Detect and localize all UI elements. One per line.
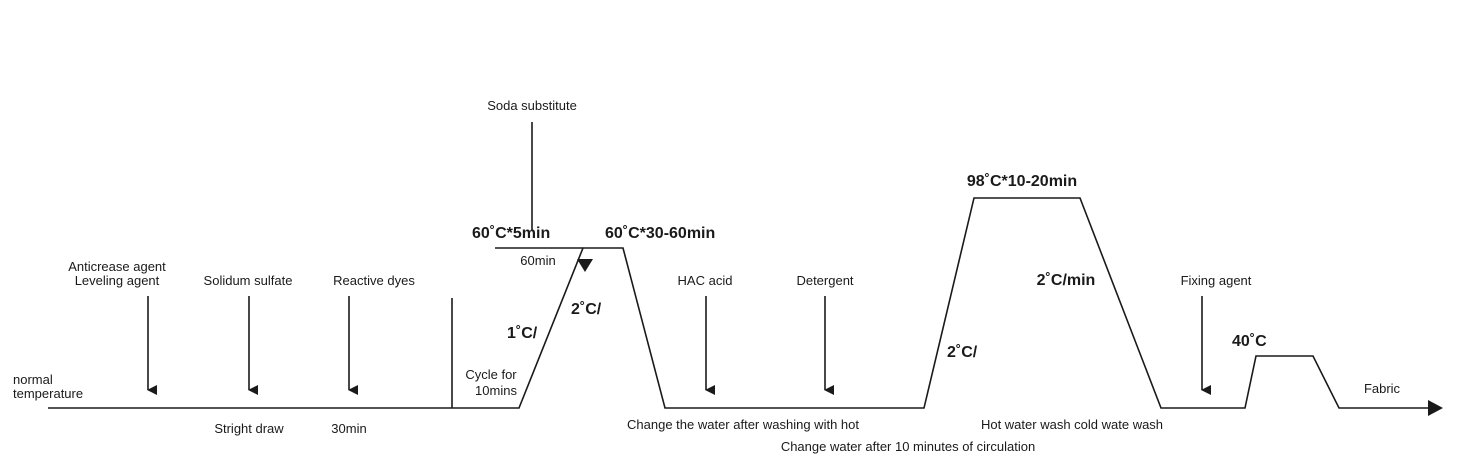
soda-addition-arrow-icon xyxy=(577,259,593,272)
solidum-sulfate-label: Solidum sulfate xyxy=(204,273,293,288)
hold-60min-label: 60min xyxy=(520,253,555,268)
temp-40-label: 40˚C xyxy=(1232,333,1267,350)
temp-98-label: 98˚C*10-20min xyxy=(967,173,1077,190)
fabric-label: Fabric xyxy=(1364,381,1401,396)
min-30-label: 30min xyxy=(331,421,366,436)
anticrease-agent-label: Anticrease agent xyxy=(68,259,166,274)
rate-2b-label: 2˚C/ xyxy=(947,344,978,361)
temp-60-30-60min-label: 60˚C*30-60min xyxy=(605,225,715,242)
normal-label: normal xyxy=(13,372,53,387)
stright-draw-label: Stright draw xyxy=(214,421,284,436)
cycle-for-label: Cycle for xyxy=(465,367,517,382)
rate-2-min-label: 2˚C/min xyxy=(1037,272,1096,289)
temp-60-5min-label: 60˚C*5min xyxy=(472,225,550,242)
hot-cold-wash-label: Hot water wash cold wate wash xyxy=(981,417,1163,432)
hac-acid-label: HAC acid xyxy=(678,273,733,288)
detergent-label: Detergent xyxy=(796,273,853,288)
fixing-agent-label: Fixing agent xyxy=(1181,273,1252,288)
rate-2a-label: 2˚C/ xyxy=(571,301,602,318)
leveling-agent-label: Leveling agent xyxy=(75,273,160,288)
cycle-mins-label: 10mins xyxy=(475,383,517,398)
change-water-hot-label: Change the water after washing with hot xyxy=(627,417,859,432)
fabric-arrow-icon xyxy=(1428,400,1443,416)
reactive-dyes-label: Reactive dyes xyxy=(333,273,415,288)
rate-1-label: 1˚C/ xyxy=(507,325,538,342)
temperature-label: temperature xyxy=(13,386,83,401)
change-water-10-label: Change water after 10 minutes of circula… xyxy=(781,439,1035,454)
soda-substitute-label: Soda substitute xyxy=(487,98,577,113)
temperature-profile-line xyxy=(48,197,1430,409)
